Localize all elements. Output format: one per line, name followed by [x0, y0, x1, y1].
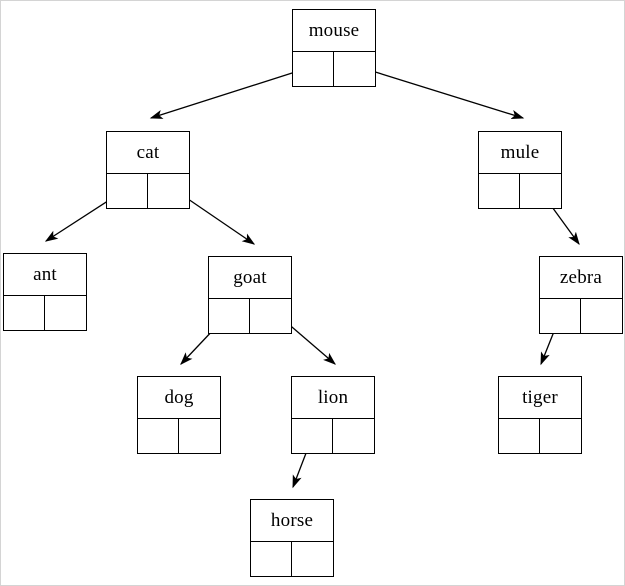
node-pointers-dog — [138, 419, 220, 453]
node-pointers-tiger — [499, 419, 581, 453]
left-pointer-cell-zebra — [540, 299, 581, 333]
tree-node-mouse[interactable]: mouse — [292, 9, 376, 87]
tree-node-lion[interactable]: lion — [291, 376, 375, 454]
tree-node-goat[interactable]: goat — [208, 256, 292, 334]
tree-node-zebra[interactable]: zebra — [539, 256, 623, 334]
node-label-horse: horse — [251, 500, 333, 542]
tree-node-ant[interactable]: ant — [3, 253, 87, 331]
node-label-zebra: zebra — [540, 257, 622, 299]
node-label-tiger: tiger — [499, 377, 581, 419]
node-label-ant: ant — [4, 254, 86, 296]
node-pointers-mule — [479, 174, 561, 208]
tree-node-cat[interactable]: cat — [106, 131, 190, 209]
left-pointer-cell-horse — [251, 542, 292, 576]
right-pointer-cell-mouse — [334, 52, 375, 86]
right-pointer-cell-dog — [179, 419, 220, 453]
left-pointer-cell-dog — [138, 419, 179, 453]
right-pointer-cell-mule — [520, 174, 561, 208]
edge-mouse-to-mule — [355, 65, 525, 119]
node-pointers-mouse — [293, 52, 375, 86]
node-label-mule: mule — [479, 132, 561, 174]
node-pointers-lion — [292, 419, 374, 453]
node-pointers-ant — [4, 296, 86, 330]
left-pointer-cell-goat — [209, 299, 250, 333]
node-label-goat: goat — [209, 257, 291, 299]
node-pointers-cat — [107, 174, 189, 208]
right-pointer-cell-cat — [148, 174, 189, 208]
edge-mouse-to-cat — [149, 65, 315, 119]
node-pointers-goat — [209, 299, 291, 333]
right-pointer-cell-goat — [250, 299, 291, 333]
tree-node-horse[interactable]: horse — [250, 499, 334, 577]
right-pointer-cell-tiger — [540, 419, 581, 453]
node-pointers-horse — [251, 542, 333, 576]
left-pointer-cell-mouse — [293, 52, 334, 86]
left-pointer-cell-cat — [107, 174, 148, 208]
left-pointer-cell-ant — [4, 296, 45, 330]
right-pointer-cell-lion — [333, 419, 374, 453]
right-pointer-cell-horse — [292, 542, 333, 576]
tree-node-mule[interactable]: mule — [478, 131, 562, 209]
node-label-dog: dog — [138, 377, 220, 419]
node-label-mouse: mouse — [293, 10, 375, 52]
left-pointer-cell-tiger — [499, 419, 540, 453]
node-pointers-zebra — [540, 299, 622, 333]
right-pointer-cell-zebra — [581, 299, 622, 333]
node-label-cat: cat — [107, 132, 189, 174]
tree-node-dog[interactable]: dog — [137, 376, 221, 454]
node-label-lion: lion — [292, 377, 374, 419]
right-pointer-cell-ant — [45, 296, 86, 330]
left-pointer-cell-lion — [292, 419, 333, 453]
tree-node-tiger[interactable]: tiger — [498, 376, 582, 454]
left-pointer-cell-mule — [479, 174, 520, 208]
